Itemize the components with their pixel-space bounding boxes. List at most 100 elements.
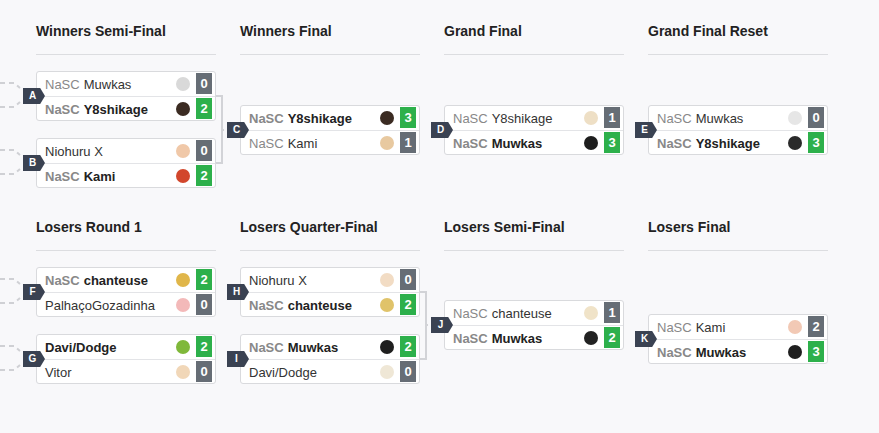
team-prefix: NaSC	[249, 298, 284, 313]
player-row: Niohuru X 0	[37, 139, 215, 163]
player-tag: Muwkas	[492, 331, 543, 346]
bracket-connector	[216, 96, 224, 130]
player-row: NaSCchanteuse 2	[241, 292, 419, 316]
score-box: 1	[604, 302, 620, 323]
score-box: 1	[604, 107, 620, 128]
player-name: Davi/Dodge	[249, 365, 317, 380]
character-icon	[380, 365, 394, 379]
player-tag: Y8shikage	[288, 111, 352, 126]
player-tag: Vitor	[45, 365, 72, 380]
score-box: 2	[400, 294, 416, 315]
score-box: 0	[196, 73, 212, 94]
match-box: KNaSCKami2NaSCMuwkas3	[648, 314, 828, 364]
player-row: NaSCchanteuse 1	[445, 301, 623, 325]
character-icon	[584, 111, 598, 125]
score-box: 2	[196, 165, 212, 186]
bracket-connector	[216, 130, 224, 163]
player-tag: Davi/Dodge	[45, 340, 117, 355]
round-heading: Grand Final	[444, 23, 522, 39]
player-name: NaSCMuwkas	[453, 136, 542, 151]
player-tag: Muwkas	[696, 111, 744, 126]
player-name: Niohuru X	[45, 144, 103, 159]
round-heading: Losers Quarter-Final	[240, 219, 378, 235]
match-box: INaSCMuwkas2Davi/Dodge0	[240, 334, 420, 384]
score-box: 0	[808, 107, 824, 128]
player-tag: Niohuru X	[45, 144, 103, 159]
character-icon	[584, 136, 598, 150]
score-box: 2	[400, 336, 416, 357]
bracket-connector	[420, 325, 428, 359]
player-tag: Kami	[288, 136, 318, 151]
score-box: 2	[196, 98, 212, 119]
player-row: NaSC Kami 2	[649, 315, 827, 339]
player-tag: Davi/Dodge	[249, 365, 317, 380]
score-box: 3	[808, 132, 824, 153]
match-letter: J	[431, 317, 453, 333]
score-box: 3	[604, 132, 620, 153]
team-prefix: NaSC	[249, 111, 284, 126]
player-row: Davi/Dodge 0	[241, 359, 419, 383]
player-name: Davi/Dodge	[45, 340, 117, 355]
match-letter: H	[227, 284, 249, 300]
player-name: NaSC Kami	[249, 136, 317, 151]
match-box: DNaSCY8shikage1NaSCMuwkas3	[444, 105, 624, 155]
character-icon	[584, 306, 598, 320]
team-prefix: NaSC	[249, 136, 284, 151]
team-prefix: NaSC	[45, 77, 80, 92]
match-letter: E	[635, 122, 657, 138]
round-heading: Losers Semi-Final	[444, 219, 565, 235]
character-icon	[788, 136, 802, 150]
match-box: ANaSCMuwkas0NaSCY8shikage2	[36, 71, 216, 121]
match-box: HNiohuru X0NaSCchanteuse2	[240, 267, 420, 317]
match-letter: A	[23, 88, 45, 104]
player-tag: Kami	[696, 320, 726, 335]
character-icon	[176, 102, 190, 116]
character-icon	[176, 169, 190, 183]
team-prefix: NaSC	[657, 136, 692, 151]
player-name: NaSCMuwkas	[657, 111, 743, 126]
character-icon	[788, 320, 802, 334]
character-icon	[176, 77, 190, 91]
character-icon	[788, 111, 802, 125]
player-name: NaSCY8shikage	[45, 102, 148, 117]
player-row: NaSCKami1	[241, 130, 419, 154]
player-name: NaSCchanteuse	[45, 273, 148, 288]
player-name: PalhaçoGozadinha	[45, 298, 155, 313]
score-box: 0	[400, 361, 416, 382]
match-box: JNaSCchanteuse1NaSCMuwkas2	[444, 300, 624, 350]
player-row: NaSCY8shikage 2	[37, 96, 215, 120]
team-prefix: NaSC	[453, 136, 488, 151]
player-tag: PalhaçoGozadinha	[45, 298, 155, 313]
score-box: 0	[196, 294, 212, 315]
player-tag: Y8shikage	[492, 111, 553, 126]
player-name: NaSC Y8shikage	[453, 111, 552, 126]
player-name: NaSCchanteuse	[249, 298, 352, 313]
player-tag: Muwkas	[84, 77, 132, 92]
character-icon	[380, 340, 394, 354]
player-name: NaSCchanteuse	[453, 306, 552, 321]
player-row: NaSC Muwkas 0	[37, 72, 215, 96]
player-tag: Muwkas	[696, 345, 747, 360]
score-box: 0	[196, 140, 212, 161]
team-prefix: NaSC	[453, 111, 488, 126]
match-letter: D	[431, 122, 453, 138]
team-prefix: NaSC	[45, 169, 80, 184]
team-prefix: NaSC	[453, 331, 488, 346]
team-prefix: NaSC	[45, 102, 80, 117]
player-tag: Kami	[84, 169, 116, 184]
player-name: NaSC Y8shikage	[249, 111, 352, 126]
score-box: 2	[808, 316, 824, 337]
player-tag: Niohuru X	[249, 273, 307, 288]
match-box: FNaSCchanteuse2PalhaçoGozadinha0	[36, 267, 216, 317]
player-name: NaSCMuwkas	[657, 345, 746, 360]
score-box: 0	[400, 269, 416, 290]
round-heading: Winners Final	[240, 23, 332, 39]
player-tag: Y8shikage	[696, 136, 760, 151]
score-box: 2	[196, 269, 212, 290]
player-row: Vitor0	[37, 359, 215, 383]
round-heading: Winners Semi-Final	[36, 23, 166, 39]
match-letter: B	[23, 155, 45, 171]
round-heading: Grand Final Reset	[648, 23, 768, 39]
team-prefix: NaSC	[657, 320, 692, 335]
player-name: NaSC Kami	[657, 320, 725, 335]
